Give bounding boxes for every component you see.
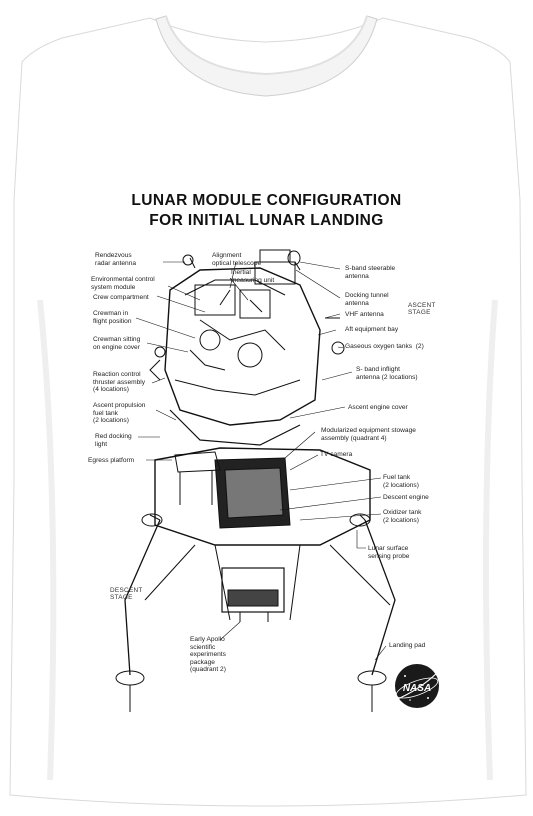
label-ascent-engine-cover: Ascent engine cover — [348, 404, 408, 411]
label-oxidizer-tank: Oxidizer tank (2 locations) — [383, 509, 422, 524]
label-crewman-flight: Crewman in flight position — [93, 310, 132, 325]
label-rendezvous-radar: Rendezvous radar antenna — [95, 252, 137, 267]
label-ascent-fuel: Ascent propulsion fuel tank (2 locations… — [93, 402, 146, 425]
label-alignment-telescope: Alignment optical telescope — [212, 252, 262, 267]
label-egress-platform: Egress platform — [88, 457, 135, 464]
label-gaseous-oxygen: Gaseous oxygen tanks (2) — [345, 343, 424, 350]
label-ascent-stage: ASCENT STAGE — [408, 302, 436, 317]
lunar-module-diagram — [115, 249, 396, 712]
label-sband-inflight: S- band inflight antenna (2 locations) — [356, 366, 418, 381]
nasa-logo-text: NASA — [402, 683, 432, 694]
label-rcs-thruster: Reaction control thruster assembly (4 lo… — [93, 371, 146, 394]
tshirt-body — [9, 17, 527, 807]
label-sband-steerable: S-band steerable antenna — [345, 265, 396, 280]
label-crew-compartment: Crew compartment — [93, 294, 149, 301]
label-modularized-stowage: Modularized equipment stowage assembly (… — [321, 427, 416, 442]
label-fuel-tank: Fuel tank (2 locations) — [383, 474, 419, 489]
label-descent-engine: Descent engine — [383, 494, 429, 501]
label-tv-camera: TV camera — [320, 451, 353, 458]
label-lunar-probe: Lunar surface sensing probe — [368, 545, 410, 560]
label-aft-bay: Aft equipment bay — [345, 326, 399, 333]
label-docking-tunnel: Docking tunnel antenna — [345, 292, 389, 307]
nasa-logo — [394, 664, 441, 708]
diagram-title-line-2: FOR INITIAL LUNAR LANDING — [149, 212, 384, 229]
label-crewman-sitting: Crewman sitting on engine cover — [93, 336, 141, 351]
label-inertial-unit: Inertial measuring unit — [231, 269, 275, 284]
label-landing-pad: Landing pad — [389, 642, 426, 649]
diagram-title-line-1: LUNAR MODULE CONFIGURATION — [131, 192, 402, 209]
label-vhf-antenna: VHF antenna — [345, 311, 384, 318]
label-early-apollo: Early Apollo scientific experiments pack… — [190, 636, 226, 674]
label-red-docking: Red docking light — [95, 433, 132, 448]
label-env-control: Environmental control system module — [91, 276, 155, 291]
label-descent-stage: DESCENT STAGE — [110, 587, 143, 602]
